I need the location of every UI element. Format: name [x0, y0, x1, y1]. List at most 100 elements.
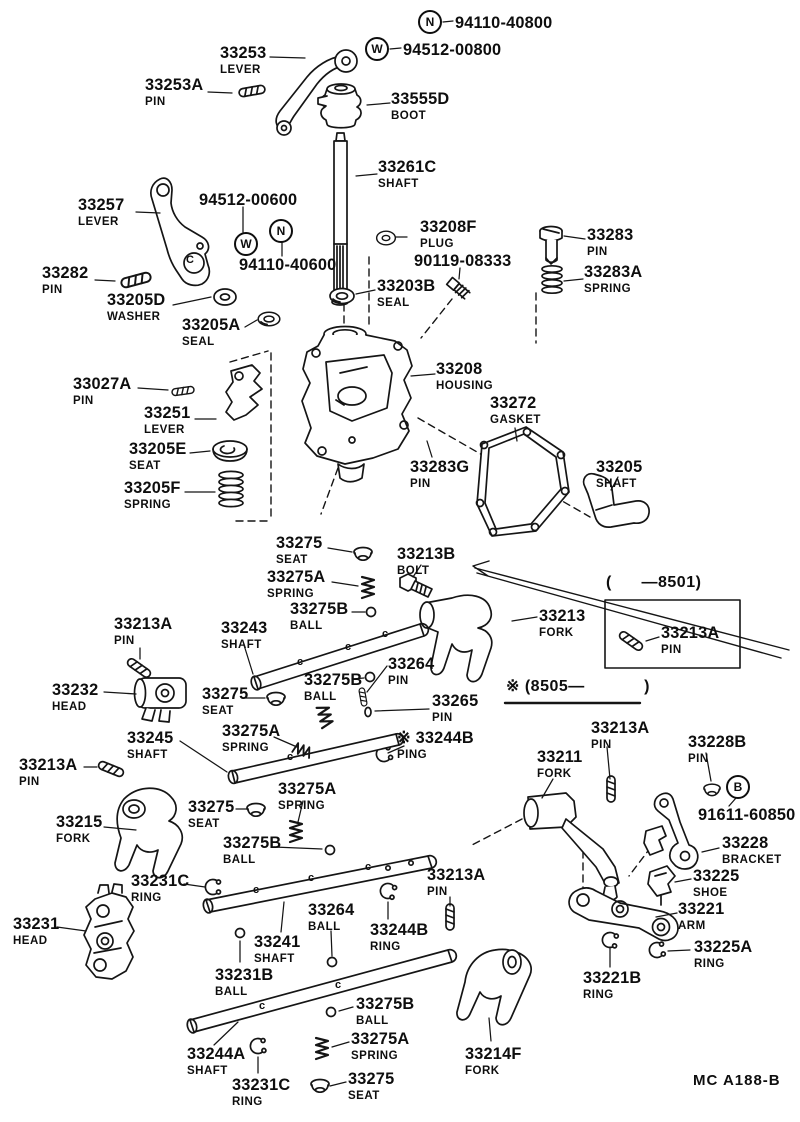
part-number: 33213A — [661, 623, 720, 642]
part-number: 33214F — [465, 1044, 522, 1063]
part-number: 33213 — [539, 606, 586, 625]
part-number: 33253 — [220, 43, 267, 62]
part-number: 33275 — [202, 684, 249, 703]
drawing-seat-33275-d — [310, 1078, 330, 1094]
part-label-9451200600: 94512-00600 — [199, 191, 301, 208]
part-name: SHAFT — [187, 1063, 228, 1077]
assembly-dashed-lines — [229, 256, 652, 897]
part-number: 33275B — [290, 599, 349, 618]
drawing-pin-33265 — [364, 706, 372, 718]
drawing-fork-33215 — [114, 787, 184, 879]
drawing-seat-33205E — [212, 440, 248, 462]
part-name: BOLT — [397, 563, 430, 577]
part-name: SEAT — [202, 703, 234, 717]
part-number: 33275A — [267, 567, 326, 586]
fastener-symbol-b-icon: B — [726, 775, 750, 799]
part-name: SHAFT — [221, 637, 262, 651]
drawing-lever-33257 — [150, 177, 211, 287]
drawing-shoe-33225 — [647, 865, 676, 906]
part-name: PIN — [73, 393, 94, 407]
part-number: 94512-00800 — [403, 40, 502, 59]
drawing-pin-33253A — [237, 83, 267, 99]
drawing-bolt-90119-08333 — [445, 276, 471, 300]
part-number: 33253A — [145, 75, 204, 94]
part-number: 33275A — [222, 721, 281, 740]
drawing-pin-33282 — [119, 270, 153, 290]
part-name: PIN — [688, 751, 709, 765]
part-name: PIN — [145, 94, 166, 108]
part-number: 33264 — [308, 900, 355, 919]
drawing-boot-33555D — [317, 83, 362, 129]
part-number: 33225A — [694, 937, 753, 956]
part-number: 33275A — [278, 779, 337, 798]
drawing-shaft-33261C — [331, 132, 349, 306]
drawing-pin-33213A-c — [606, 775, 616, 803]
part-number: 33257 — [78, 195, 125, 214]
drawing-pin-33027A — [170, 385, 196, 397]
part-number: 91611-60850 — [698, 805, 796, 824]
figure-code: MC A188-B — [693, 1072, 781, 1089]
part-name: LEVER — [220, 62, 261, 76]
part-name: SPRING — [124, 497, 172, 511]
part-number: 33275A — [351, 1029, 410, 1048]
detent-mark: c — [364, 861, 372, 873]
drawing-seat-33275-b — [266, 691, 286, 707]
fastener-symbol-w-icon: W — [234, 232, 258, 256]
part-number: 33211 — [537, 747, 583, 766]
part-number: 33228 — [722, 833, 769, 852]
part-name: PIN — [42, 282, 63, 296]
drawing-ring-33225A — [647, 940, 667, 960]
part-name: HEAD — [52, 699, 87, 713]
fastener-symbol-n-icon: N — [269, 219, 293, 243]
drawing-ring-33221B — [600, 930, 620, 950]
part-number: 33213A — [427, 865, 486, 884]
drawing-ball-33275B-d — [325, 1006, 337, 1018]
drawing-fork-33214F — [456, 948, 532, 1026]
drawing-shaft-33244A — [186, 948, 458, 1034]
part-number: 33282 — [42, 263, 89, 282]
fastener-symbol-w-icon: W — [365, 37, 389, 61]
part-name: RING — [370, 939, 401, 953]
drawing-ring-33244B-b — [377, 880, 399, 902]
drawing-shaft-33243 — [250, 622, 430, 691]
part-number: 33245 — [127, 728, 174, 747]
part-name: HOUSING — [436, 378, 494, 392]
part-name: RING — [583, 987, 614, 1001]
drawing-bracket-33228 — [643, 792, 699, 870]
part-name: BALL — [356, 1013, 389, 1027]
part-name: PIN — [432, 710, 453, 724]
part-number: 33213A — [19, 755, 78, 774]
part-number: 33205A — [182, 315, 241, 334]
inset-box-8501 — [604, 599, 741, 669]
part-name: BRACKET — [722, 852, 782, 866]
applicability-note-8501: ( —8501) — [606, 574, 702, 591]
part-number: 33231 — [13, 914, 60, 933]
part-name: SPRING — [351, 1048, 399, 1062]
part-number: 33272 — [490, 393, 537, 412]
drawing-shaft-33241 — [202, 854, 438, 914]
part-name: PIN — [661, 642, 682, 656]
drawing-ball-33264 — [326, 956, 338, 968]
detent-mark: c — [296, 656, 304, 668]
detent-mark: c — [258, 1000, 266, 1012]
